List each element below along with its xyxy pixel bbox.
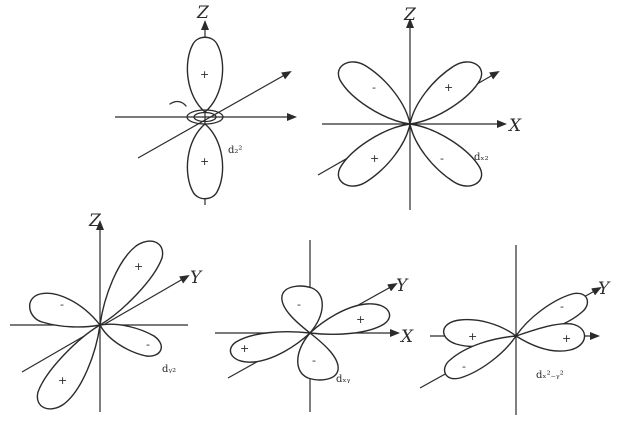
sign-lower-right: - xyxy=(440,152,444,165)
lobe-right xyxy=(99,323,163,357)
sign-right: - xyxy=(146,338,150,351)
torus-sign-stroke xyxy=(169,100,187,107)
lobe-left xyxy=(29,292,101,328)
sign-left: + xyxy=(240,342,249,355)
axis-label-y: Y xyxy=(598,279,611,299)
sign-upper: + xyxy=(200,68,209,81)
sign-lower-left: + xyxy=(370,152,379,165)
panel-dyz: + - - + Z Y dᵧ₂ xyxy=(10,211,203,412)
sign-left: + xyxy=(468,330,477,343)
sign-upper-right: - xyxy=(560,300,564,313)
axis-label-y: Y xyxy=(190,268,203,288)
lobe-right xyxy=(515,322,586,352)
lobe-upper xyxy=(281,285,323,334)
axis-label-x: X xyxy=(399,327,414,347)
lobe-upper-right xyxy=(99,240,164,326)
axis-label-x: X xyxy=(507,116,522,136)
lobe-lower-left xyxy=(36,324,101,410)
torus-inner xyxy=(193,111,217,123)
axis-label-y: Y xyxy=(396,276,409,296)
sign-lower-left: + xyxy=(58,374,67,387)
torus-outer xyxy=(186,109,224,125)
lobe-lower xyxy=(297,332,339,381)
lobe-right xyxy=(309,303,391,335)
axis-label-z: Z xyxy=(403,5,417,25)
panel-dz2: + + Z d₂² xyxy=(115,3,297,205)
orbital-label-dx2-y2: dₓ²₋ᵧ² xyxy=(536,370,564,381)
lobe-lower xyxy=(186,123,224,200)
sign-right: + xyxy=(562,332,571,345)
sign-upper-right: + xyxy=(444,81,453,94)
lobe-lower-right xyxy=(409,123,483,187)
lobe-upper-right xyxy=(409,61,483,125)
lobe-lower-left xyxy=(337,123,411,187)
lobe-left xyxy=(229,331,311,363)
sign-upper: - xyxy=(297,298,301,311)
axis-label-z: Z xyxy=(88,211,102,231)
sign-lower: - xyxy=(312,354,316,367)
panel-dx2-y2: - + + - Y dₓ²₋ᵧ² xyxy=(419,245,611,415)
panel-dxy: - + + - Y X dₓᵧ xyxy=(215,240,414,412)
sign-lower: + xyxy=(200,155,209,168)
sign-upper-right: + xyxy=(134,260,143,273)
orbital-label-dxz: dₓ₂ xyxy=(474,152,489,163)
lobe-upper xyxy=(186,36,224,113)
sign-upper-left: - xyxy=(372,81,376,94)
orbital-label-dxy: dₓᵧ xyxy=(336,374,351,385)
sign-lower-left: - xyxy=(462,360,466,373)
lobe-lower-left xyxy=(443,335,517,380)
sign-left: - xyxy=(60,298,64,311)
orbital-label-dyz: dᵧ₂ xyxy=(162,364,176,375)
lobe-upper-left xyxy=(337,61,411,125)
sign-right: + xyxy=(356,313,365,326)
panel-dxz: - + + - Z X dₓ₂ xyxy=(317,5,522,210)
axis-label-z: Z xyxy=(196,3,210,23)
orbital-label-dz2: d₂² xyxy=(228,145,242,156)
